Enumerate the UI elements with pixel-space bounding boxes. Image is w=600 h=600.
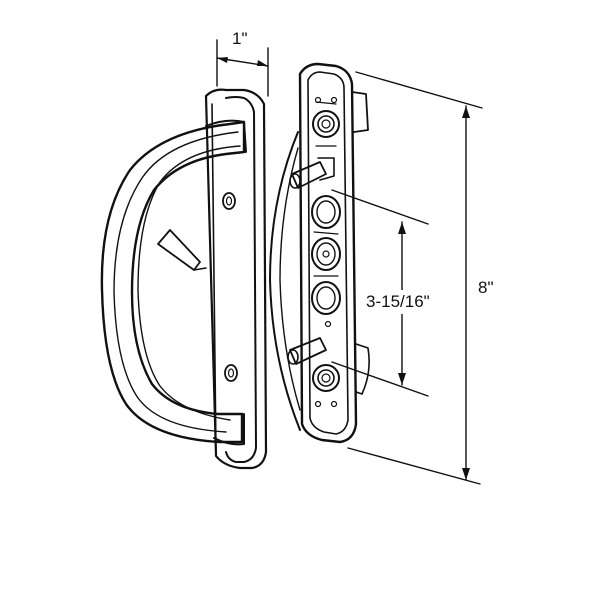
inside-plate-assembly	[269, 62, 370, 444]
upper-plate-hole-icon	[222, 192, 236, 210]
bottom-screw-icon	[312, 364, 340, 408]
latch-lever-icon	[157, 229, 201, 271]
handle-assembly	[100, 88, 268, 470]
screw-spacing-label: 3-15/16"	[366, 292, 430, 311]
handle-grip	[100, 120, 246, 444]
width-dimension: 1"	[216, 29, 269, 97]
width-dimension-label: 1"	[232, 29, 248, 48]
inside-plate	[298, 62, 358, 444]
lower-plate-hole-icon	[224, 364, 238, 382]
lower-pin-icon	[287, 320, 332, 365]
mechanism-cams	[311, 195, 341, 315]
top-screw-icon	[312, 101, 340, 147]
upper-pin-icon	[289, 157, 335, 189]
height-dimension: 8"	[347, 71, 502, 485]
height-dimension-label: 8"	[478, 278, 494, 297]
screw-spacing-dimension: 3-15/16"	[331, 189, 454, 397]
